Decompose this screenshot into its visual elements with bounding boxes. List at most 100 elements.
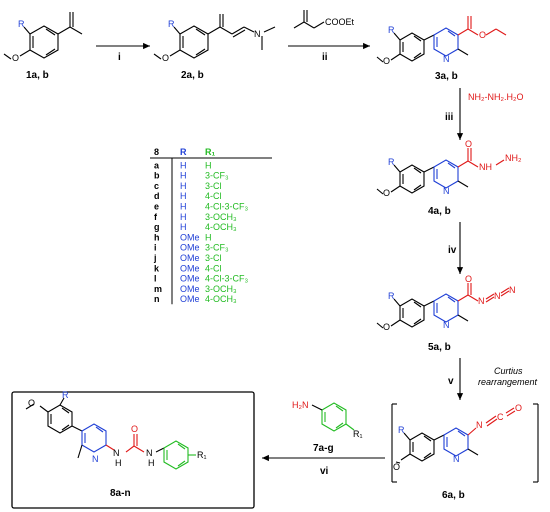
nitrogen-atom-label: N [254,29,261,39]
table-cell: OMe [180,243,200,253]
isocyanate-n-label: N [476,420,483,430]
compound-2-structure: R O N [153,14,276,63]
compound-5-label: 5a, b [428,342,451,353]
substituent-r-label: R [168,19,175,29]
rearrangement-label: rearrangement [478,377,538,387]
table-cell: H [180,222,187,232]
pyridine-nitrogen-label: N [443,186,450,196]
pyridine-nitrogen-label: N [92,454,99,464]
carbonyl-oxygen-label: O [465,139,472,149]
table-cell: 4-Cl-3-CF₃ [205,202,248,212]
pyridine-nitrogen-label: N [443,320,450,330]
urea-n2-label: N [146,448,153,458]
table-cell: i [154,243,157,253]
table-cell: n [154,294,160,304]
table-cell: j [153,253,157,263]
table-cell: OMe [180,253,200,263]
compound-5-structure: R O O N N N N [376,274,516,332]
step-iii-label: iii [445,112,454,123]
step-iv-label: iv [448,245,457,256]
table-cell: 4-Cl [205,191,222,201]
table-cell: H [205,160,212,170]
table-cell: 4-OCH₃ [205,294,237,304]
table-cell: H [180,171,187,181]
azide-n3-label: N [509,285,516,295]
urea-h1-label: H [115,458,122,468]
table-header-1: R [180,147,187,157]
compound-3-structure: R O O N [376,16,507,66]
oxygen-atom-label: O [12,53,19,63]
compound-8-label: 8a-n [110,488,131,499]
compound-2-label: 2a, b [181,70,204,81]
table-cell: g [154,222,160,232]
table-cell: OMe [180,274,200,284]
hydrazine-reagent-label: NH₂-NH₂.H₂O [468,92,523,102]
compound-4-structure: R O O NH NH₂ N [376,139,522,198]
substituent-r-label: R [388,291,395,301]
table-cell: e [154,202,159,212]
table-cell: OMe [180,284,200,294]
compound-4-label: 4a, b [428,206,451,217]
substituent-r-label: R [388,25,395,35]
substituent-r-label: R [388,157,395,167]
substituent-r-label: R [62,390,69,400]
step-vi-label: vi [320,466,329,477]
table-cell: 3-OCH₃ [205,212,237,222]
table-cell: d [154,191,160,201]
oxygen-atom-label: O [162,53,169,63]
table-cell: 3-CF₃ [205,171,229,181]
table-cell: 4-OCH₃ [205,222,237,232]
substituent-r-label: R [398,425,405,435]
compound-6-label: 6a, b [442,490,465,501]
oxygen-atom-label: O [479,30,486,40]
pyridine-nitrogen-label: N [443,54,450,64]
oxygen-atom-label: O [28,398,35,408]
urea-h2-label: H [148,458,155,468]
table-cell: m [154,284,162,294]
table-cell: H [205,232,212,242]
table-cell: 3-Cl [205,253,222,263]
compound-7-label: 7a-g [313,443,334,454]
table-cell: a [154,160,160,170]
substituent-r1-label: R₁ [353,429,363,439]
compound-6-structure: R O N C O N [393,403,522,472]
table-cell: l [154,274,157,284]
oxygen-atom-label: O [383,322,390,332]
table-cell: b [154,171,160,181]
table-cell: k [154,263,160,273]
compound-3-label: 3a, b [435,71,458,82]
azide-n2-label: N [494,291,501,301]
table-cell: OMe [180,263,200,273]
ethyl-acetoacetate-reagent: COOEt [293,10,355,29]
table-cell: f [154,212,158,222]
compound-1-label: 1a, b [26,70,49,81]
table-cell: H [180,202,187,212]
table-cell: 3-Cl [205,181,222,191]
isocyanate-c-label: C [497,412,504,422]
table-cell: OMe [180,232,200,242]
step-i-label: i [118,52,121,63]
urea-n1-label: N [113,448,120,458]
table-cell: 3-OCH₃ [205,284,237,294]
table-cell: h [154,232,160,242]
table-cell: H [180,160,187,170]
table-cell: H [180,191,187,201]
carbonyl-oxygen-label: O [465,274,472,284]
compound-1-structure: R O [3,12,83,63]
compound-7-structure: H₂N R₁ [292,400,363,439]
azide-n1-label: N [478,296,485,306]
step-ii-label: ii [322,52,328,63]
substituent-r-label: R [18,19,25,29]
table-cell: 4-Cl-3-CF₃ [205,274,248,284]
table-cell: H [180,212,187,222]
oxygen-atom-label: O [383,188,390,198]
table-cell: OMe [180,294,200,304]
substituent-r1-label: R₁ [197,450,207,460]
nh2-label: NH₂ [505,153,522,163]
isocyanate-o-label: O [515,403,522,413]
table-cell: H [180,181,187,191]
nh-label: NH [479,162,492,172]
urea-oxygen-label: O [131,424,138,434]
